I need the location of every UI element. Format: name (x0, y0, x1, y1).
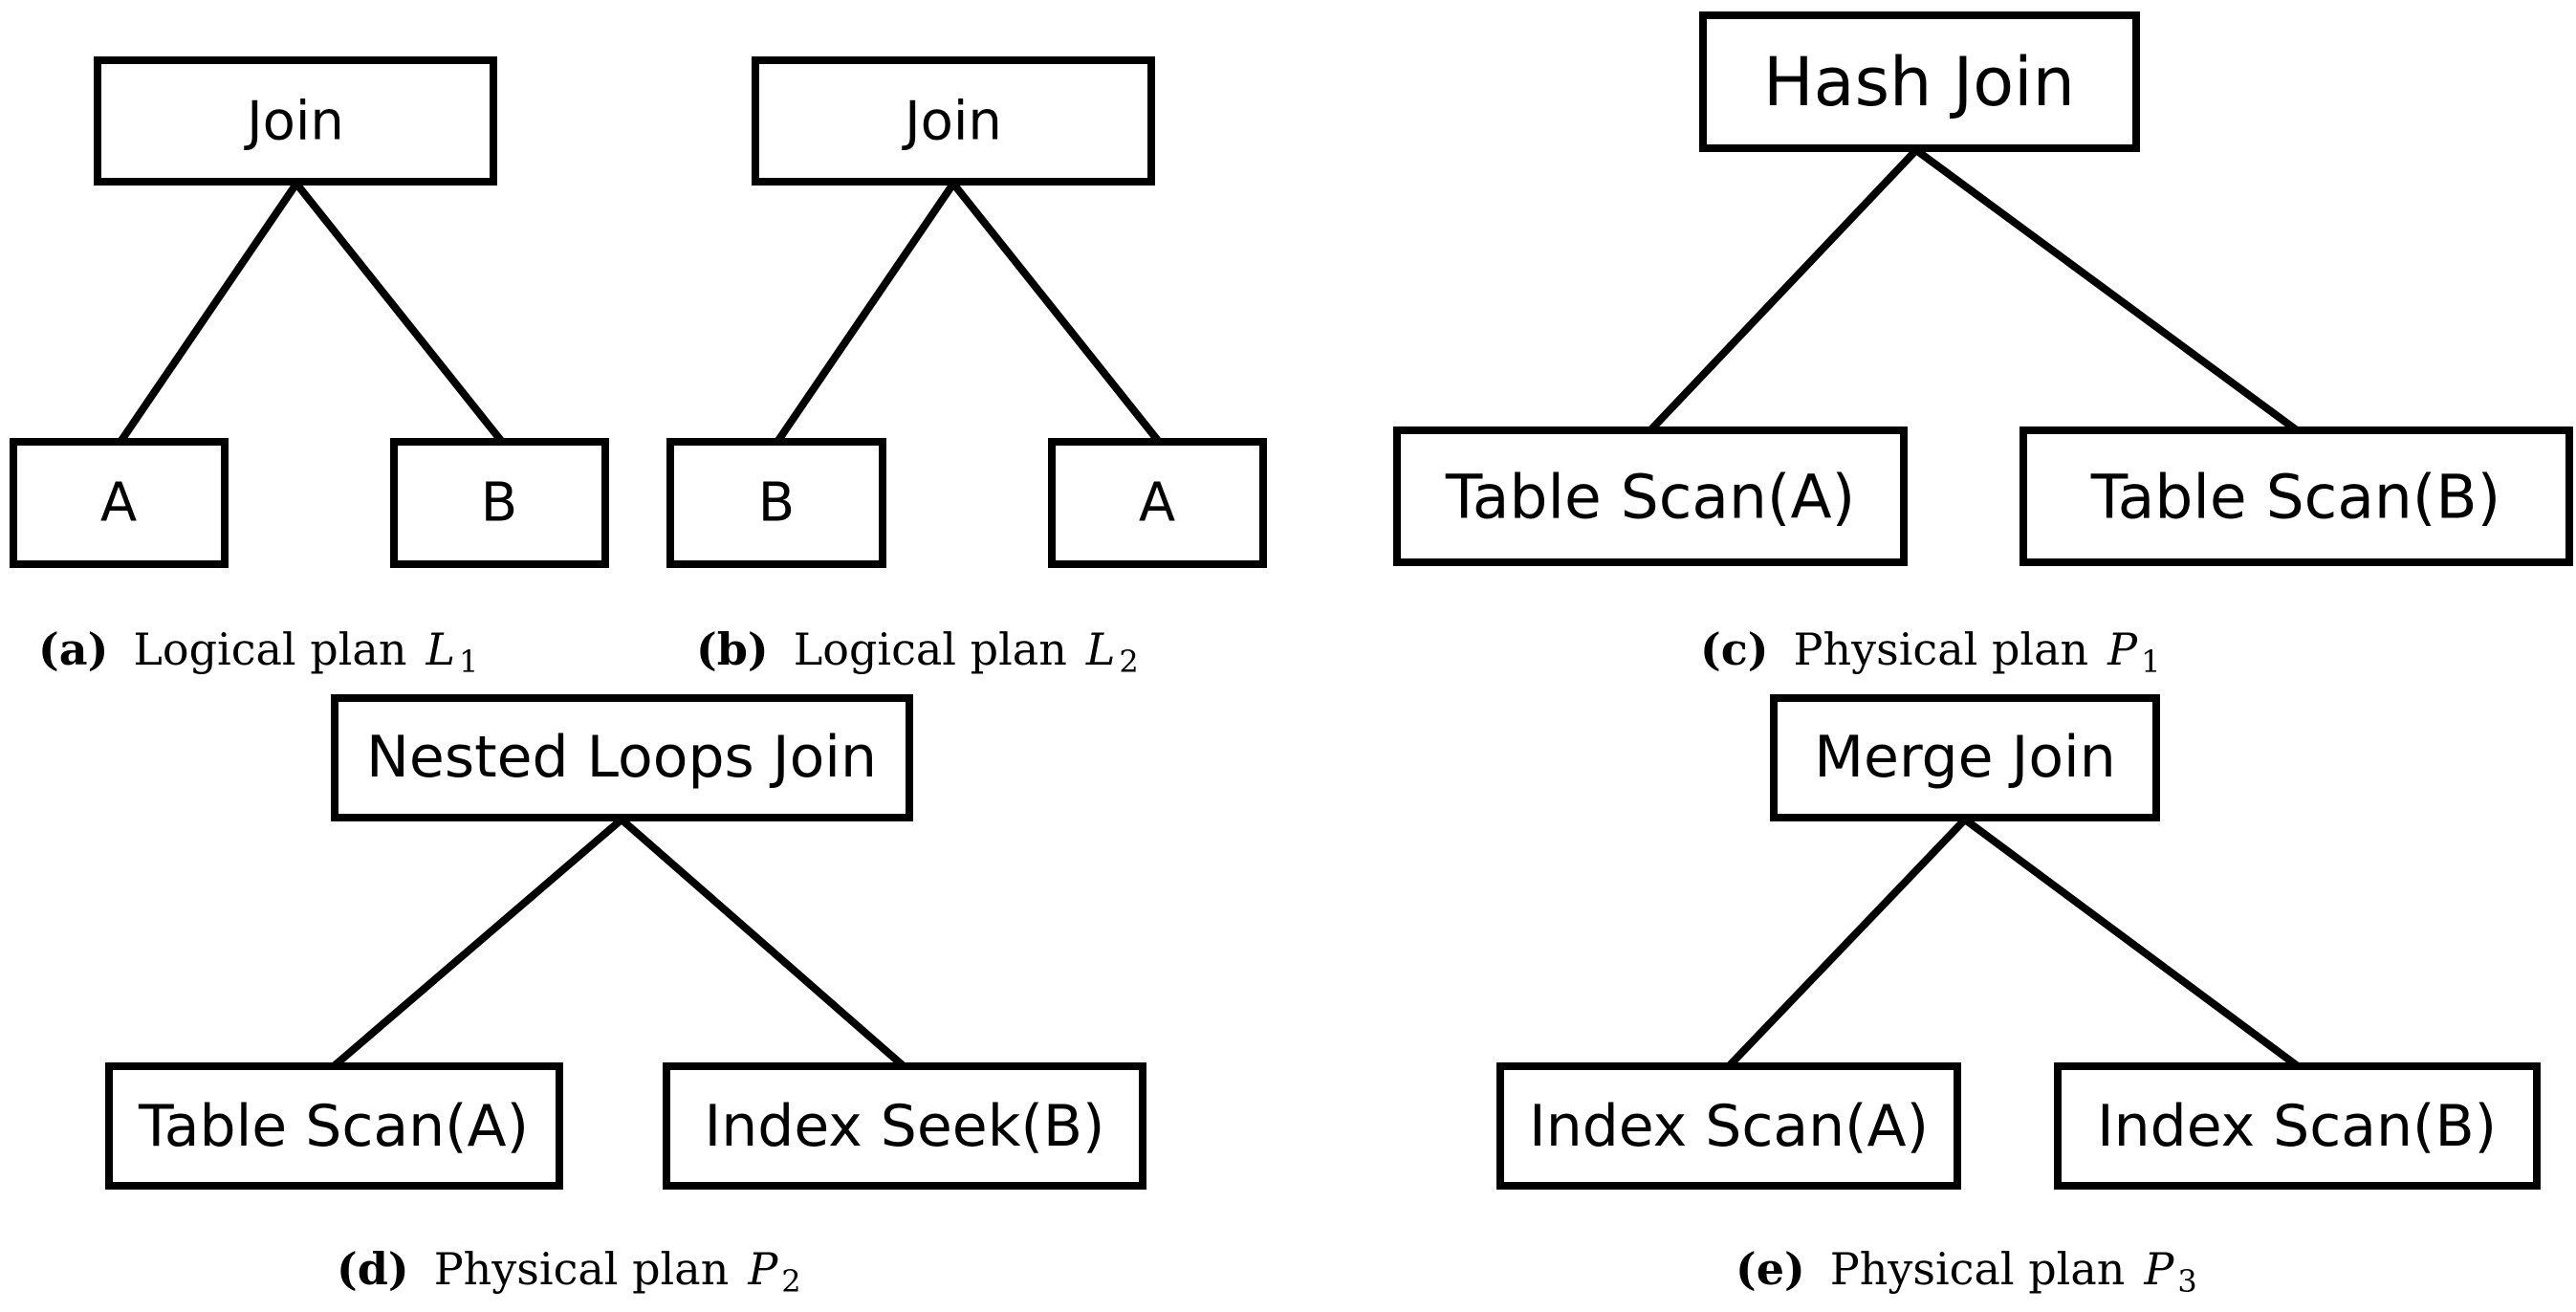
node-c-right (2019, 426, 2573, 566)
node-c-left-label: Table Scan(A) (1445, 463, 1855, 533)
edge-a-right (293, 181, 506, 445)
node-e-left (1496, 1062, 1961, 1190)
node-d-root-label: Nested Loops Join (366, 724, 877, 791)
edge-c-left (1648, 147, 1919, 433)
caption-b-tag: (b) (696, 623, 769, 675)
node-c-root-label: Hash Join (1763, 43, 2075, 121)
caption-d: (d) Physical plan P 2 (337, 1243, 801, 1300)
node-a-left (10, 438, 229, 568)
node-c-left (1393, 426, 1908, 566)
panel-a: Join A B (a) Logical plan L 1 (10, 56, 609, 680)
caption-e: (e) Physical plan P 3 (1736, 1243, 2197, 1300)
caption-a-tag: (a) (38, 623, 108, 675)
caption-c: (c) Physical plan P 1 (1700, 623, 2160, 680)
caption-e-tag: (e) (1736, 1243, 1805, 1295)
caption-c-var: P (2107, 623, 2138, 675)
caption-d-sub: 2 (781, 1263, 800, 1300)
caption-e-var: P (2143, 1243, 2174, 1295)
node-a-root (94, 56, 497, 186)
edge-a-left (117, 181, 300, 445)
node-d-right-label: Index Seek(B) (705, 1093, 1105, 1160)
caption-b-sub: 2 (1119, 644, 1138, 680)
panel-c: Hash Join Table Scan(A) Table Scan(B) (c… (1393, 11, 2573, 680)
node-c-right-label: Table Scan(B) (2090, 463, 2500, 533)
node-e-left-label: Index Scan(A) (1529, 1093, 1929, 1160)
node-a-right-label: B (481, 472, 517, 535)
node-d-right (663, 1062, 1146, 1190)
caption-c-text: Physical plan (1794, 623, 2089, 675)
caption-a-var: L (425, 623, 455, 675)
node-e-root (1770, 694, 2160, 821)
node-b-left (666, 438, 886, 568)
panel-b: Join B A (b) Logical plan L 2 (666, 56, 1267, 680)
caption-b: (b) Logical plan L 2 (696, 623, 1139, 680)
edge-b-left (774, 181, 957, 445)
caption-c-tag: (c) (1700, 623, 1769, 675)
caption-d-var: P (747, 1243, 778, 1295)
node-e-right (2054, 1062, 2541, 1190)
edge-d-right (619, 816, 906, 1070)
node-d-root (331, 694, 913, 821)
caption-e-sub: 3 (2177, 1263, 2196, 1300)
panel-d: Nested Loops Join Table Scan(A) Index Se… (105, 694, 1146, 1300)
node-b-root-label: Join (902, 91, 1002, 153)
caption-d-text: Physical plan (434, 1243, 730, 1295)
node-b-left-label: B (758, 472, 795, 535)
caption-c-sub: 1 (2141, 644, 2160, 680)
node-d-left-label: Table Scan(A) (138, 1093, 529, 1160)
edge-e-left (1726, 817, 1968, 1069)
node-b-right-label: A (1139, 472, 1175, 535)
caption-b-text: Logical plan (794, 623, 1067, 675)
caption-a: (a) Logical plan L 1 (38, 623, 478, 680)
caption-b-var: L (1085, 623, 1116, 675)
node-d-left (105, 1062, 563, 1190)
edge-b-right (950, 181, 1163, 445)
caption-e-text: Physical plan (1830, 1243, 2126, 1295)
node-a-left-label: A (100, 472, 137, 535)
node-e-root-label: Merge Join (1814, 724, 2115, 791)
edge-e-right (1962, 816, 2301, 1070)
caption-a-text: Logical plan (133, 623, 406, 675)
node-a-right (390, 438, 609, 568)
caption-a-sub: 1 (459, 644, 478, 680)
edge-c-right (1913, 146, 2300, 434)
panel-e: Merge Join Index Scan(A) Index Scan(B) (… (1496, 694, 2541, 1300)
node-a-root-label: Join (244, 91, 344, 153)
node-b-root (752, 56, 1155, 186)
edge-d-left (331, 816, 624, 1070)
node-b-right (1048, 438, 1267, 568)
node-e-right-label: Index Scan(B) (2097, 1093, 2497, 1160)
node-c-root (1699, 11, 2140, 152)
caption-d-tag: (d) (337, 1243, 409, 1295)
